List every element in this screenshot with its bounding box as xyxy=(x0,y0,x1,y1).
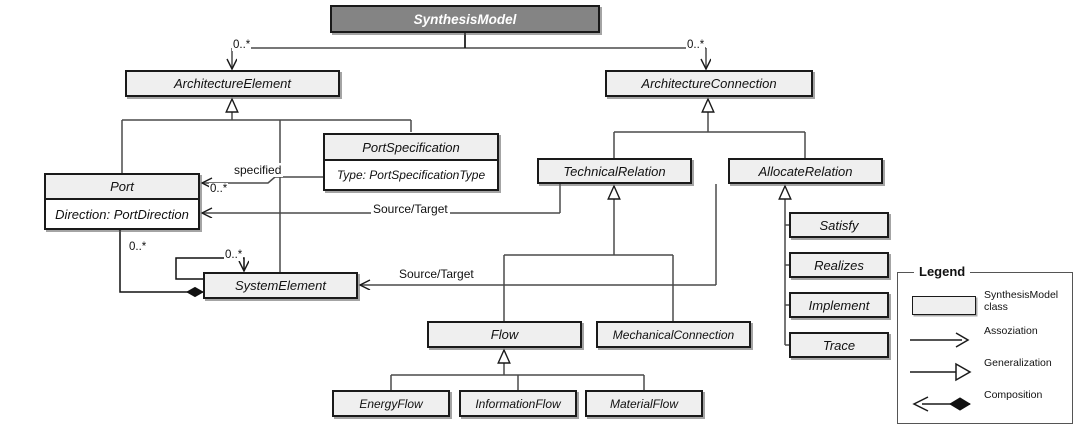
edge-architecture-element-generalization xyxy=(121,97,412,173)
class-name: MaterialFlow xyxy=(609,396,678,411)
class-attribute: Type: PortSpecificationType xyxy=(325,159,497,189)
class-name: Implement xyxy=(808,297,870,313)
legend-item-generalization: Generalization xyxy=(908,357,1066,387)
legend-label: Composition xyxy=(984,389,1043,401)
legend-label: Generalization xyxy=(984,357,1052,369)
class-information-flow[interactable]: InformationFlow xyxy=(459,390,577,417)
class-name: Trace xyxy=(822,337,856,353)
class-allocate-relation[interactable]: AllocateRelation xyxy=(728,158,883,184)
class-name: EnergyFlow xyxy=(359,396,423,411)
class-name: SynthesisModel xyxy=(413,11,517,27)
edge-port-composition xyxy=(120,231,203,292)
legend-item-association: Assoziation xyxy=(908,325,1066,355)
class-synthesis-model[interactable]: SynthesisModel xyxy=(330,5,600,33)
class-name: Flow xyxy=(490,327,519,342)
class-energy-flow[interactable]: EnergyFlow xyxy=(332,390,450,417)
legend-item-composition: Composition xyxy=(908,389,1066,419)
class-name: ArchitectureElement xyxy=(173,76,292,91)
class-name: SystemElement xyxy=(234,278,327,293)
class-architecture-connection[interactable]: ArchitectureConnection xyxy=(605,70,813,97)
legend-label: Assoziation xyxy=(984,325,1038,337)
class-mechanical-connection[interactable]: MechanicalConnection xyxy=(596,321,751,348)
class-name: PortSpecification xyxy=(362,139,460,155)
edge-specified-association xyxy=(202,176,323,183)
multiplicity-port-specified: 0..* xyxy=(209,183,229,195)
legend: Legend SynthesisModel class Assoziation xyxy=(897,264,1073,424)
legend-symbol-hollow-triangle-arrow xyxy=(908,357,978,387)
class-realizes[interactable]: Realizes xyxy=(789,252,889,278)
class-name: Satisfy xyxy=(819,217,859,233)
class-material-flow[interactable]: MaterialFlow xyxy=(585,390,703,417)
class-technical-relation[interactable]: TechnicalRelation xyxy=(537,158,692,184)
legend-symbol-open-arrow xyxy=(908,325,978,355)
legend-symbol-class-swatch xyxy=(908,289,978,319)
class-satisfy[interactable]: Satisfy xyxy=(789,212,889,238)
legend-item-class: SynthesisModel class xyxy=(908,289,1066,319)
class-name: InformationFlow xyxy=(475,396,561,411)
edge-allocate-relation-generalization xyxy=(778,184,792,346)
legend-label: SynthesisModel class xyxy=(984,289,1059,313)
edge-label-source-target-system-element: Source/Target xyxy=(397,267,476,281)
class-implement[interactable]: Implement xyxy=(789,292,889,318)
edge-architecture-connection-generalization xyxy=(613,97,806,158)
class-name: TechnicalRelation xyxy=(563,163,666,179)
multiplicity-port-composition: 0..* xyxy=(128,241,148,253)
class-name: ArchitectureConnection xyxy=(641,76,777,91)
edge-flow-generalization xyxy=(390,348,645,390)
edge-system-element-self-composition xyxy=(175,257,244,279)
multiplicity-architecture-element: 0..* xyxy=(232,39,252,51)
class-name: AllocateRelation xyxy=(758,163,853,179)
class-name: MechanicalConnection xyxy=(612,327,735,342)
class-attribute: Direction: PortDirection xyxy=(46,198,198,228)
class-name: Realizes xyxy=(814,257,864,273)
edge-label-specified: specified xyxy=(232,163,284,177)
class-name: Port xyxy=(110,179,134,194)
legend-symbol-filled-diamond-arrow xyxy=(908,389,978,419)
class-port-specification[interactable]: PortSpecification Type: PortSpecificatio… xyxy=(323,133,499,191)
class-system-element[interactable]: SystemElement xyxy=(203,272,358,299)
class-trace[interactable]: Trace xyxy=(789,332,889,358)
class-architecture-element[interactable]: ArchitectureElement xyxy=(125,70,340,97)
edge-technical-relation-generalization xyxy=(503,184,674,321)
edge-label-source-target-port: Source/Target xyxy=(371,202,450,216)
class-flow[interactable]: Flow xyxy=(427,321,582,348)
class-port[interactable]: Port Direction: PortDirection xyxy=(44,173,200,230)
multiplicity-architecture-connection: 0..* xyxy=(686,39,706,51)
edge-synthesis-composition-bus xyxy=(232,33,706,69)
legend-title: Legend xyxy=(914,264,971,279)
multiplicity-system-element-self: 0..* xyxy=(224,249,244,261)
